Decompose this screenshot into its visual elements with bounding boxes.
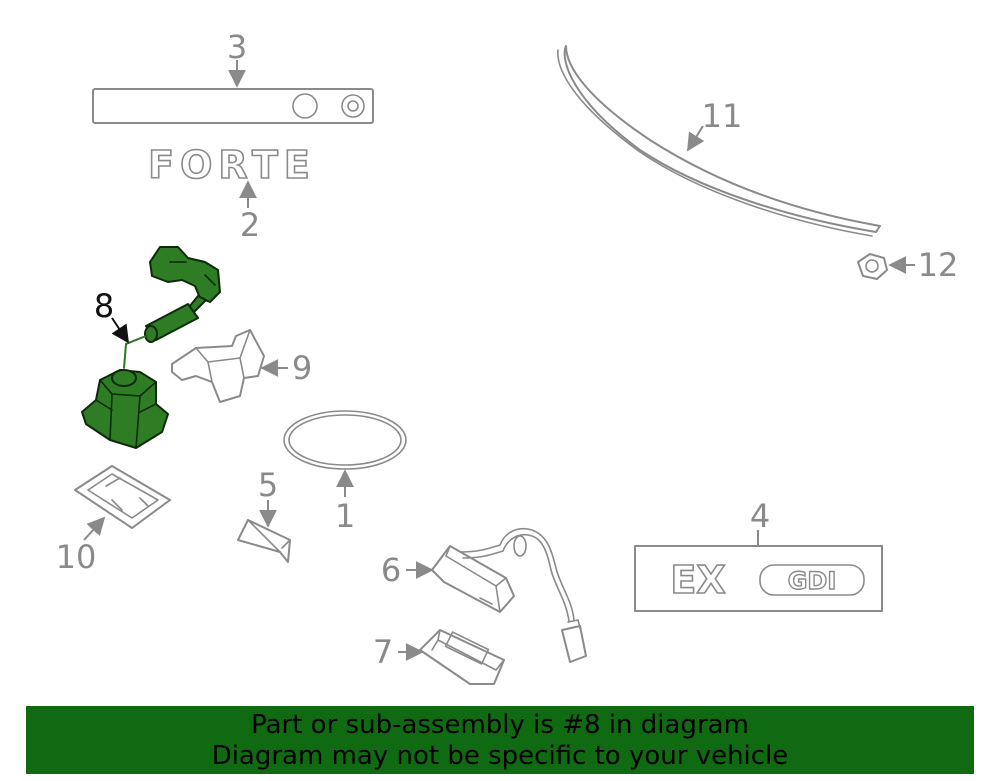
part-11-spoiler[interactable]: [557, 45, 881, 237]
part-1-ring[interactable]: [283, 410, 407, 470]
callout-3: 3: [227, 28, 247, 66]
part-2-forte-emblem[interactable]: FORTE: [147, 142, 316, 188]
part-8-camera-assembly[interactable]: [81, 246, 221, 449]
info-banner: Part or sub-assembly is #8 in diagram Di…: [26, 706, 974, 774]
part-12-clip[interactable]: [857, 253, 888, 280]
callout-11: 11: [702, 97, 743, 135]
part-10-pad[interactable]: [74, 465, 171, 529]
part-4-ex-gdi-emblem[interactable]: EX GDI: [634, 545, 883, 612]
callout-6: 6: [381, 551, 401, 589]
part-3-garnish[interactable]: [92, 88, 374, 124]
forte-emblem-text: FORTE: [148, 143, 316, 187]
banner-line-2: Diagram may not be specific to your vehi…: [211, 741, 789, 771]
ex-emblem-text: EX: [670, 558, 725, 602]
callout-4: 4: [750, 497, 770, 535]
banner-line-1: Part or sub-assembly is #8 in diagram: [251, 710, 749, 740]
callout-1: 1: [335, 497, 355, 535]
callout-2: 2: [240, 206, 260, 244]
callout-9: 9: [292, 349, 312, 387]
callout-7: 7: [373, 633, 393, 671]
part-9-bracket[interactable]: [171, 329, 265, 403]
gdi-emblem-text: GDI: [788, 567, 837, 595]
callout-12: 12: [918, 246, 959, 284]
part-7-lens[interactable]: [419, 629, 505, 685]
part-6-license-lamp[interactable]: [431, 528, 587, 663]
part-5-tab[interactable]: [237, 519, 291, 563]
callout-8: 8: [94, 287, 114, 325]
callout-5: 5: [258, 466, 278, 504]
callout-10: 10: [56, 538, 97, 576]
